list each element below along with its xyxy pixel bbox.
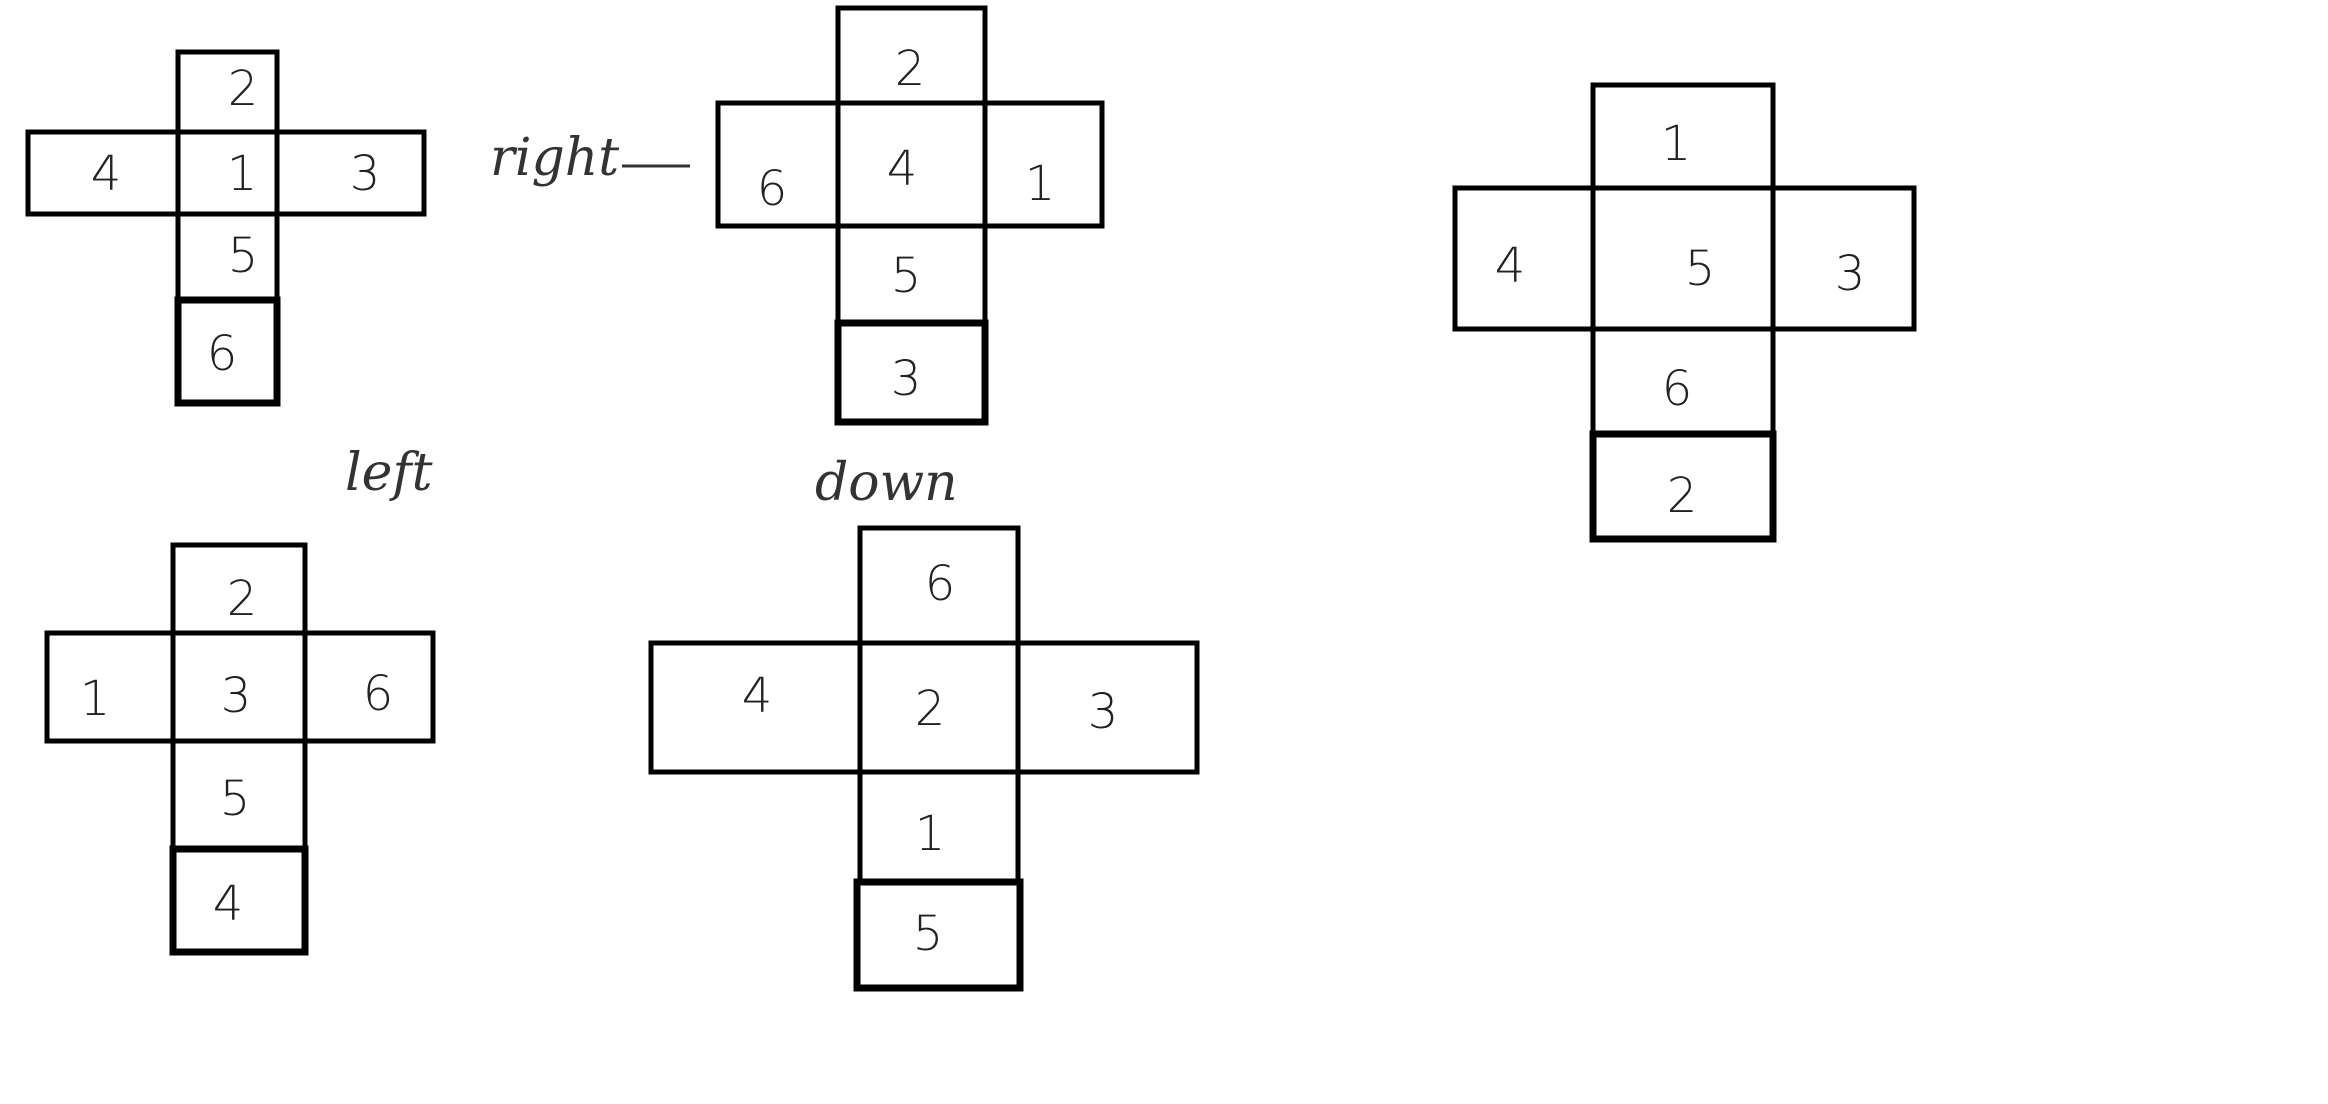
caption-down: down — [815, 453, 958, 513]
cell-bottom-label: 5 — [913, 906, 944, 962]
caption-left: left — [345, 443, 433, 503]
cell-right-label: 3 — [1835, 246, 1866, 302]
cell-top-label: 2 — [895, 41, 926, 97]
cell-bottom — [853, 878, 1024, 992]
cell-center-label: 3 — [221, 668, 252, 724]
cell-right-label: 1 — [1025, 156, 1056, 212]
cell-right — [302, 630, 436, 744]
cell-left-label: 4 — [742, 668, 773, 724]
cell-right-label: 6 — [363, 666, 394, 722]
cell-right — [1015, 640, 1200, 775]
cell-below-label: 5 — [228, 228, 259, 284]
cell-top-label: 2 — [227, 571, 258, 627]
cell-bottom — [834, 319, 989, 426]
caption-right-group: right — [490, 128, 690, 188]
cell-right — [274, 129, 427, 217]
cell-center-label: 4 — [887, 141, 918, 197]
cell-top-label: 6 — [925, 556, 956, 612]
cell-center-label: 5 — [1685, 241, 1716, 297]
cube-net-top-left: 2 4 1 3 5 6 — [25, 49, 427, 407]
cube-net-bottom-middle: 6 4 2 3 1 5 — [648, 525, 1200, 992]
cube-net-bottom-left: 2 1 3 6 5 4 — [44, 542, 436, 956]
cell-bottom-label: 4 — [213, 876, 244, 932]
cell-top-label: 1 — [1661, 116, 1692, 172]
cell-below-label: 6 — [1662, 361, 1693, 417]
cell-left-label: 4 — [91, 146, 122, 202]
cell-bottom-label: 3 — [891, 351, 922, 407]
cell-bottom — [174, 296, 281, 407]
cell-bottom — [169, 845, 309, 956]
cell-top-label: 2 — [228, 61, 259, 117]
cell-bottom — [1589, 430, 1777, 543]
cell-below-label: 5 — [220, 771, 251, 827]
cell-center-label: 1 — [227, 146, 258, 202]
cell-right-label: 3 — [350, 146, 381, 202]
cell-below-label: 5 — [891, 248, 922, 304]
cell-bottom-label: 2 — [1667, 468, 1698, 524]
cell-left-label: 1 — [80, 671, 111, 727]
cube-net-top-right: 1 4 5 3 6 2 — [1452, 82, 1917, 543]
cell-left-label: 6 — [757, 161, 788, 217]
cell-center-label: 2 — [915, 681, 946, 737]
cell-left-label: 4 — [1495, 238, 1526, 294]
cell-bottom-label: 6 — [207, 326, 238, 382]
cell-center — [1590, 185, 1776, 332]
cell-right-label: 3 — [1088, 684, 1119, 740]
cell-below-label: 1 — [915, 806, 946, 862]
cell-right — [1770, 185, 1917, 332]
caption-right: right — [490, 128, 619, 188]
cell-right — [982, 100, 1105, 229]
cube-net-top-middle: 2 6 4 1 5 3 — [715, 5, 1105, 426]
